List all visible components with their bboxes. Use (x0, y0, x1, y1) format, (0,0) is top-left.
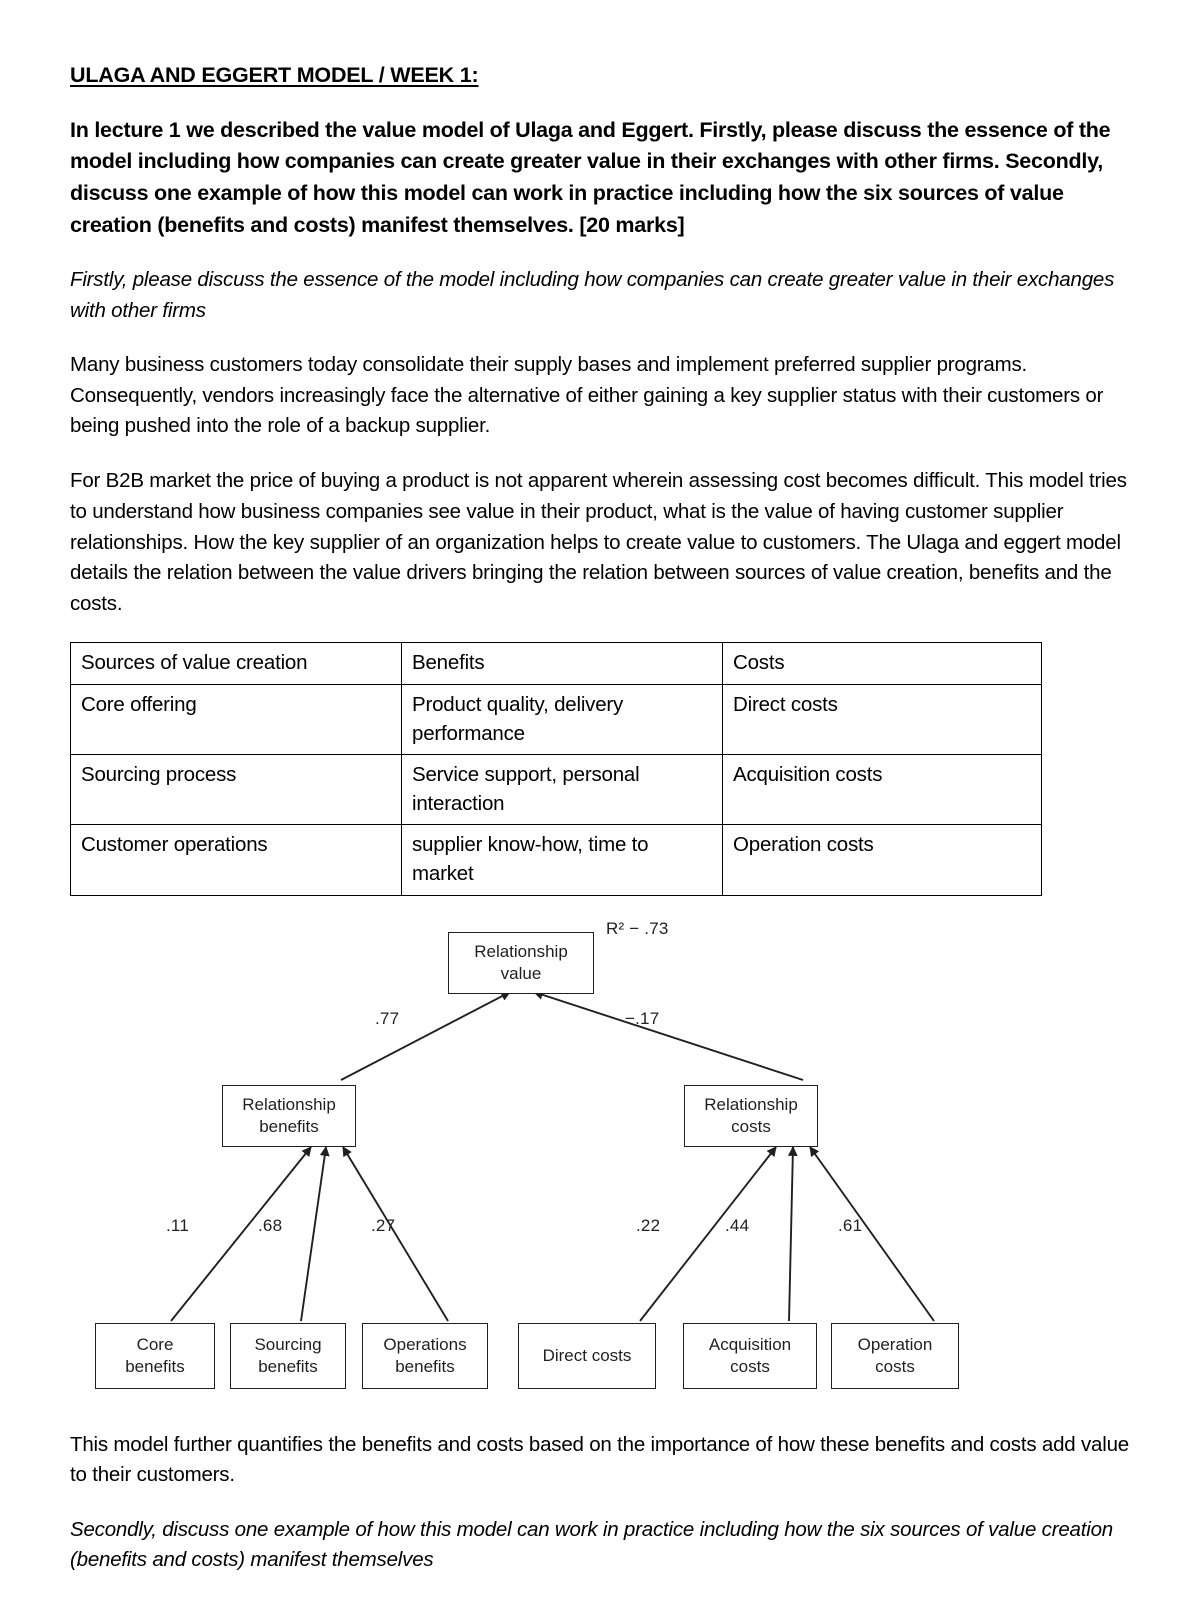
node-line-1: Operation (857, 1334, 933, 1354)
path-acquisition-to-costs (787, 1145, 798, 1321)
table-cell-cost: Operation costs (722, 824, 1042, 896)
document-content: ULAGA AND EGGERT MODEL / WEEK 1: In lect… (70, 62, 1130, 1600)
path-operations-to-benefits (342, 1145, 449, 1322)
coefficient-core-benefits: .11 (166, 1215, 189, 1235)
node-line-2: benefits (125, 1356, 185, 1376)
path-core-to-benefits (170, 1145, 312, 1322)
table-cell-benefit: supplier know-how, time to market (401, 824, 723, 896)
node-core-benefits: Core benefits (95, 1322, 215, 1389)
node-line-2: value (500, 963, 542, 983)
coefficient-sourcing-benefits: .68 (258, 1215, 283, 1235)
node-line-2: costs (731, 1116, 771, 1136)
node-line-1: Relationship (242, 1094, 336, 1114)
subheading-secondly: Secondly, discuss one example of how thi… (70, 1518, 1113, 1572)
node-line-1: Direct costs (542, 1345, 632, 1365)
coefficient-operations-benefits: .27 (371, 1215, 396, 1235)
r-squared-label: R² − .73 (606, 918, 669, 938)
table-cell-source: Sourcing process (70, 754, 402, 826)
table-cell-benefit: Service support, personal interaction (401, 754, 723, 826)
path-costs-to-value (533, 989, 804, 1081)
table-row: Customer operations supplier know-how, t… (70, 824, 1042, 896)
node-direct-costs: Direct costs (518, 1322, 656, 1389)
path-operation-to-costs (809, 1145, 935, 1322)
page-title: ULAGA AND EGGERT MODEL / WEEK 1: (70, 63, 479, 87)
table-header-benefits: Benefits (401, 641, 723, 685)
node-line-1: Relationship (704, 1094, 798, 1114)
node-line-1: Operations (383, 1334, 467, 1354)
node-line-2: costs (875, 1356, 915, 1376)
path-benefits-to-value (340, 990, 511, 1081)
document-page: ULAGA AND EGGERT MODEL / WEEK 1: In lect… (70, 63, 1129, 1571)
node-relationship-value: Relationship value (448, 931, 594, 994)
table-cell-source: Core offering (70, 683, 402, 756)
coefficient-costs-value: −.17 (625, 1008, 660, 1028)
subheading-firstly: Firstly, please discuss the essence of t… (70, 268, 1115, 322)
table-header-costs: Costs (722, 641, 1042, 685)
table-header-sources: Sources of value creation (70, 641, 402, 685)
node-line-1: Sourcing (254, 1334, 322, 1354)
node-line-2: benefits (258, 1356, 318, 1376)
diagram-connectors (170, 989, 935, 1322)
node-line-1: Core (136, 1334, 174, 1354)
table-row: Sourcing process Service support, person… (70, 754, 1042, 826)
coefficient-operation-costs: .61 (838, 1215, 863, 1235)
coefficient-benefits-value: .77 (375, 1008, 400, 1028)
table-cell-source: Customer operations (70, 824, 402, 896)
node-acquisition-costs: Acquisition costs (683, 1322, 817, 1389)
table-header-row: Sources of value creation Benefits Costs (70, 641, 1042, 685)
table-cell-cost: Direct costs (722, 683, 1042, 756)
node-line-1: Acquisition (708, 1334, 792, 1354)
coefficient-acquisition-costs: .44 (725, 1215, 750, 1235)
node-line-2: benefits (259, 1116, 319, 1136)
paragraph-b2b-model: For B2B market the price of buying a pro… (70, 469, 1127, 616)
coefficient-direct-costs: .22 (636, 1215, 661, 1235)
node-line-2: costs (730, 1356, 770, 1376)
node-line-1: Relationship (474, 941, 568, 961)
node-sourcing-benefits: Sourcing benefits (230, 1322, 346, 1389)
path-model-diagram: R² − .73 Relationship value Relationship… (58, 914, 1118, 1414)
table-cell-cost: Acquisition costs (722, 754, 1042, 826)
table-row: Core offering Product quality, delivery … (70, 683, 1042, 756)
node-operation-costs: Operation costs (831, 1322, 959, 1389)
node-relationship-costs: Relationship costs (684, 1084, 818, 1147)
table-cell-benefit: Product quality, delivery performance (401, 683, 723, 756)
node-relationship-benefits: Relationship benefits (222, 1084, 356, 1147)
node-operations-benefits: Operations benefits (362, 1322, 488, 1389)
node-line-2: benefits (395, 1356, 455, 1376)
path-direct-to-costs (639, 1145, 777, 1322)
paragraph-quantifies: This model further quantifies the benefi… (70, 1432, 1130, 1487)
path-sourcing-to-benefits (300, 1145, 330, 1321)
question-prompt: In lecture 1 we described the value mode… (70, 117, 1111, 237)
value-creation-table: Sources of value creation Benefits Costs… (70, 641, 1042, 896)
paragraph-consolidation: Many business customers today consolidat… (70, 352, 1104, 438)
